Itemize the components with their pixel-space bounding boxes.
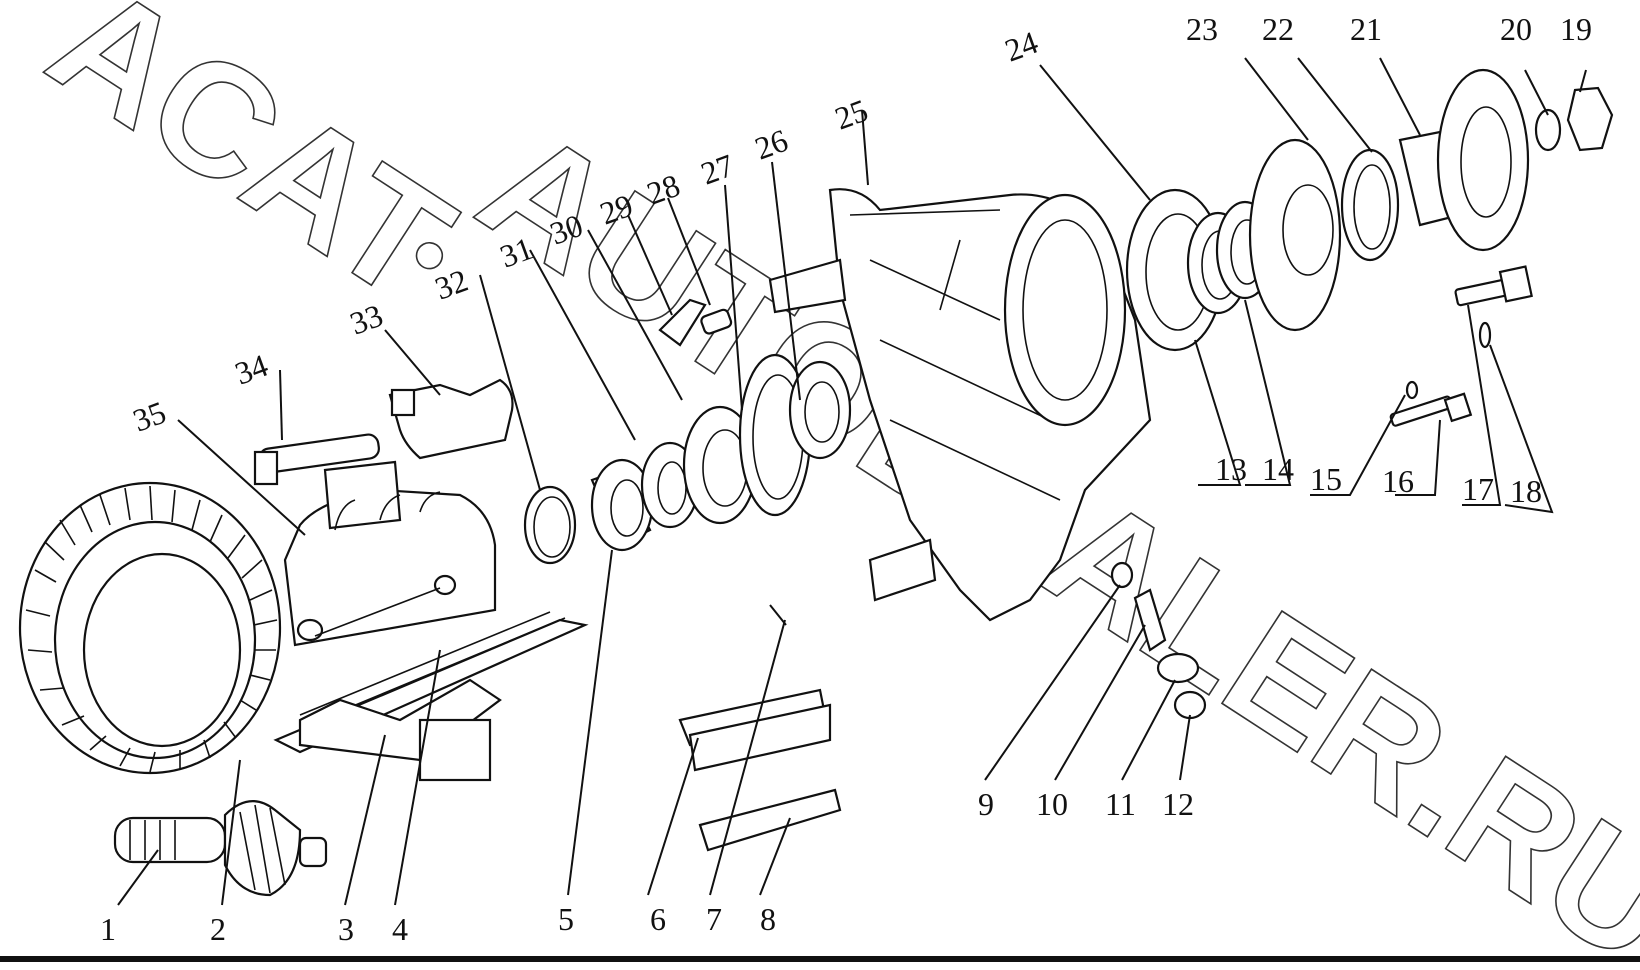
callout-13: 13: [1215, 451, 1247, 487]
callout-4: 4: [392, 911, 408, 947]
watermark-line1: ACAT: [21, 0, 481, 334]
callout-14: 14: [1262, 451, 1294, 487]
callout-1: 1: [100, 911, 116, 947]
callout-25: 25: [830, 92, 872, 137]
output-flange-stack: [1248, 68, 1614, 332]
callout-8: 8: [760, 901, 776, 937]
callout-24: 24: [1000, 24, 1042, 69]
callout-35: 35: [128, 394, 170, 439]
drive-pinion: [113, 800, 328, 897]
callout-10: 10: [1036, 786, 1068, 822]
callout-15: 15: [1310, 461, 1342, 497]
callout-19: 19: [1560, 11, 1592, 47]
bearing-stack-right: [658, 298, 852, 517]
callout-34: 34: [230, 347, 272, 392]
bottom-frame-line: [0, 956, 1640, 962]
bearing-stack-left: [523, 405, 758, 565]
callout-16: 16: [1382, 463, 1414, 499]
callout-27: 27: [696, 147, 738, 192]
leader-lines: [117, 57, 1587, 906]
callout-7: 7: [706, 901, 722, 937]
callout-26: 26: [750, 122, 792, 167]
callout-3: 3: [338, 911, 354, 947]
small-hardware-lower: [1110, 561, 1207, 720]
ring-gear: [18, 481, 282, 775]
callout-11: 11: [1105, 786, 1136, 822]
callout-6: 6: [650, 901, 666, 937]
callout-20: 20: [1500, 11, 1532, 47]
cap-and-pin: [678, 604, 842, 852]
callout-22: 22: [1262, 11, 1294, 47]
callout-5: 5: [558, 901, 574, 937]
callout-23: 23: [1186, 11, 1218, 47]
differential-carrier: [273, 460, 589, 782]
callout-18: 18: [1510, 473, 1542, 509]
callout-12: 12: [1162, 786, 1194, 822]
callout-9: 9: [978, 786, 994, 822]
callout-21: 21: [1350, 11, 1382, 47]
side-gear-and-shaft: [253, 378, 514, 486]
final-drive-housing: [768, 188, 1152, 622]
bolts-and-washers: [1389, 265, 1533, 427]
callout-2: 2: [210, 911, 226, 947]
callout-17: 17: [1462, 471, 1494, 507]
